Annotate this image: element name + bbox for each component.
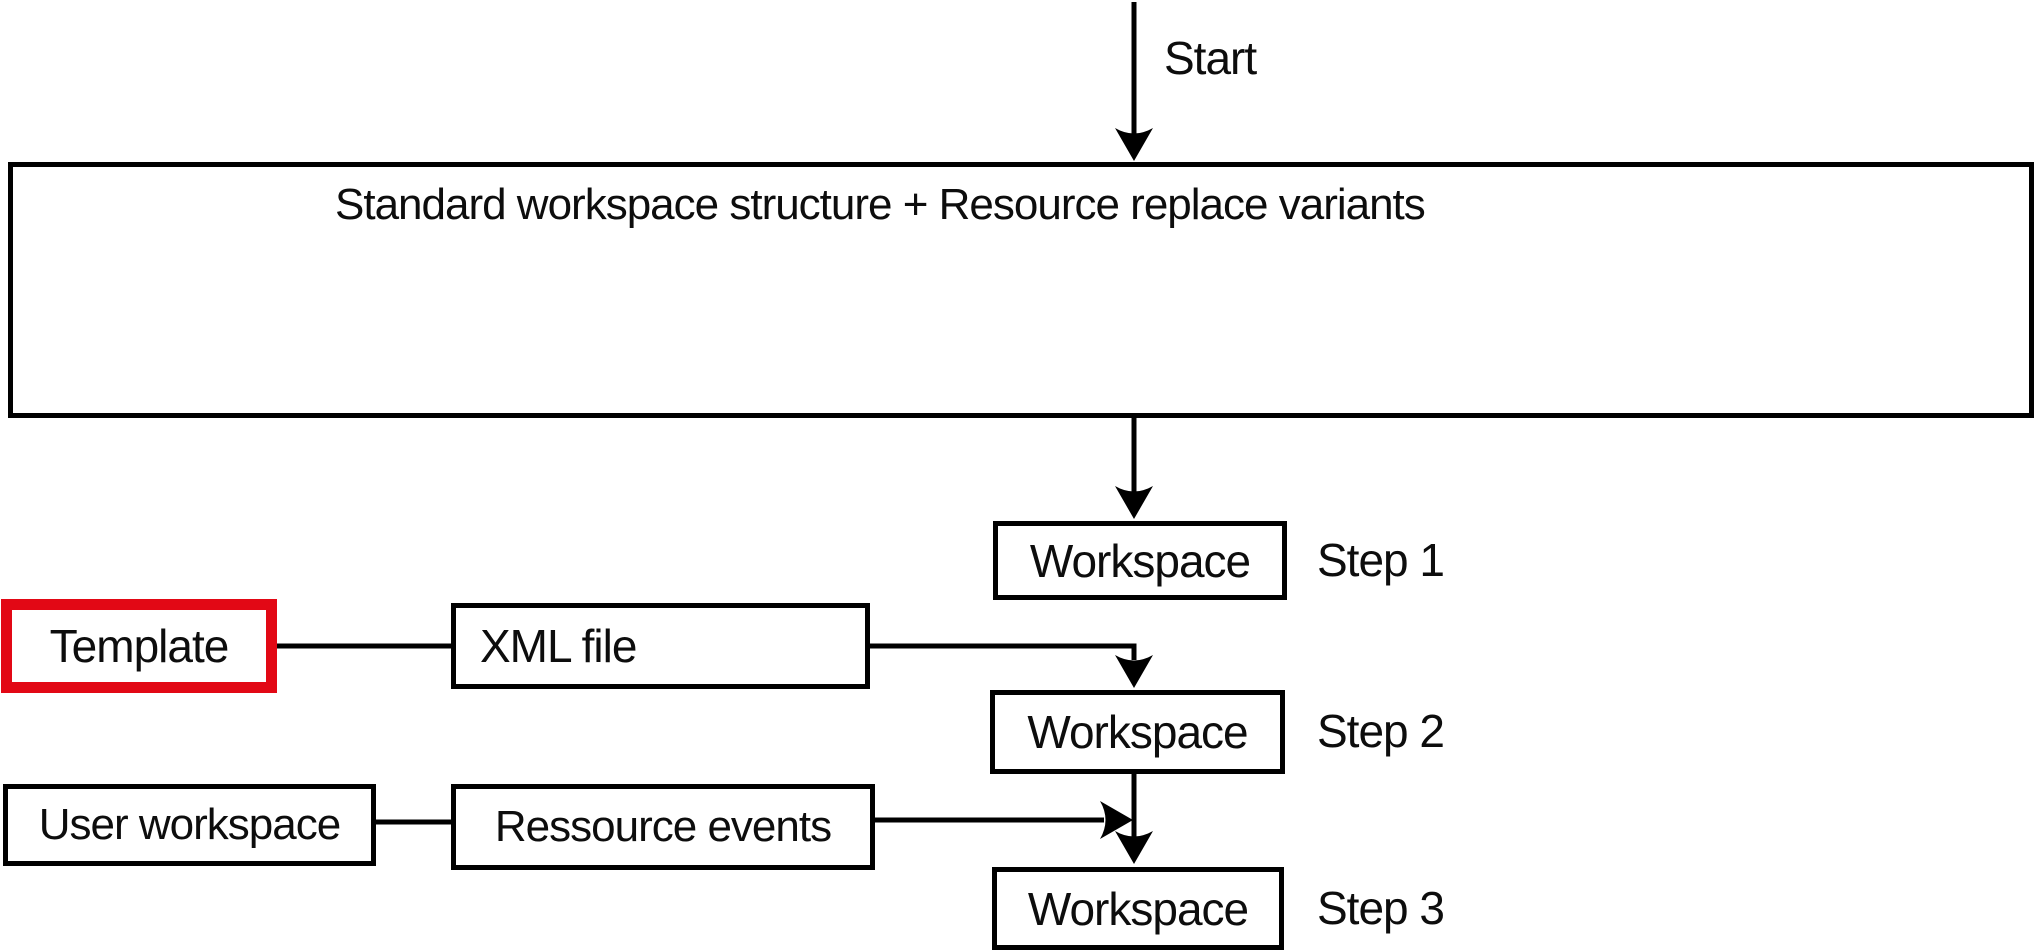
start-arrowhead-down-icon xyxy=(1115,128,1153,161)
main-process-title: Standard workspace structure + Resource … xyxy=(335,180,1426,229)
ressource-events-box: Ressource events xyxy=(451,784,875,870)
step2-arrowhead-down-icon xyxy=(1115,655,1153,688)
workspace-box-step2: Workspace xyxy=(990,690,1285,774)
main-process-box: Standard workspace structure + Resource … xyxy=(8,162,2034,418)
step2-label: Step 2 xyxy=(1317,705,1445,757)
junction-arrowhead-right-icon xyxy=(1100,801,1133,839)
template-box: Template xyxy=(1,599,277,693)
workspace-box-step1: Workspace xyxy=(993,521,1287,600)
step1-arrowhead-down-icon xyxy=(1115,486,1153,519)
start-label: Start xyxy=(1164,32,1257,84)
xml-file-box: XML file xyxy=(451,603,870,689)
step3-label: Step 3 xyxy=(1317,882,1445,934)
step1-label: Step 1 xyxy=(1317,534,1445,586)
step3-arrowhead-down-icon xyxy=(1115,831,1153,864)
workspace-box-step3: Workspace xyxy=(992,867,1284,950)
user-workspace-box: User workspace xyxy=(3,784,376,866)
xml-to-step2-elbow-line xyxy=(870,643,1137,660)
